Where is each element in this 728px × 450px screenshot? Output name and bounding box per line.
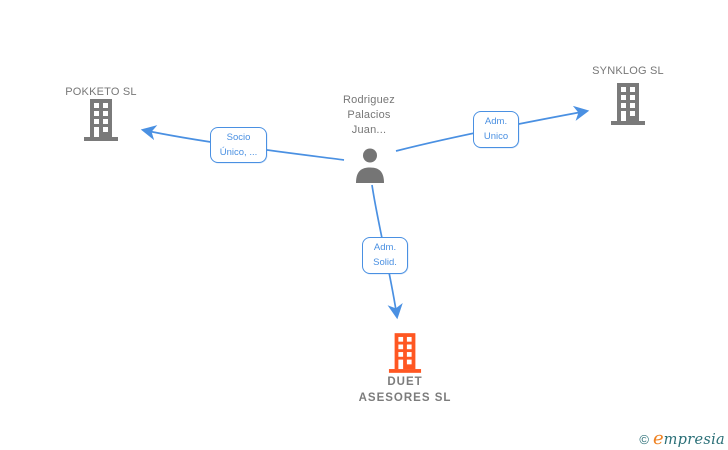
edge-label-line: Único, ... [219,147,258,158]
node-pokketo[interactable] [83,99,119,141]
node-label-person: Rodriguez Palacios Juan... [299,93,439,138]
node-person[interactable] [354,147,386,183]
edge-label-adm-unico[interactable]: Adm. Unico [473,111,519,148]
empresia-logo: empresia [652,428,725,449]
edge-label-adm-solid[interactable]: Adm. Solid. [362,237,408,274]
empresia-logo-initial: e [652,428,664,449]
copyright-symbol: © [639,432,649,447]
duet-label-line: DUET [387,376,423,388]
building-icon [610,83,646,129]
edge-label-line: Socio [226,132,251,143]
node-synklog[interactable] [610,83,646,125]
empresia-watermark-link[interactable]: © empresia [639,428,725,449]
node-label-pokketo: POKKETO SL [65,86,137,98]
empresia-logo-text: mpresia [663,432,725,448]
node-duet[interactable] [388,333,422,373]
building-icon [83,99,119,145]
person-name-line: Juan... [351,124,387,136]
person-icon [354,148,386,187]
person-name-line: Rodriguez [343,94,395,106]
edge-label-socio-unico[interactable]: Socio Único, ... [210,127,267,163]
node-label-duet: DUET ASESORES SL [325,374,485,406]
building-icon [388,333,422,377]
edge-label-line: Unico [483,131,509,142]
edge-label-line: Adm. [373,242,397,253]
duet-label-line: ASESORES SL [358,392,452,404]
edge-label-line: Adm. [484,116,508,127]
node-label-synklog: SYNKLOG SL [592,65,664,77]
person-name-line: Palacios [347,109,391,121]
edge-label-line: Solid. [373,257,397,268]
